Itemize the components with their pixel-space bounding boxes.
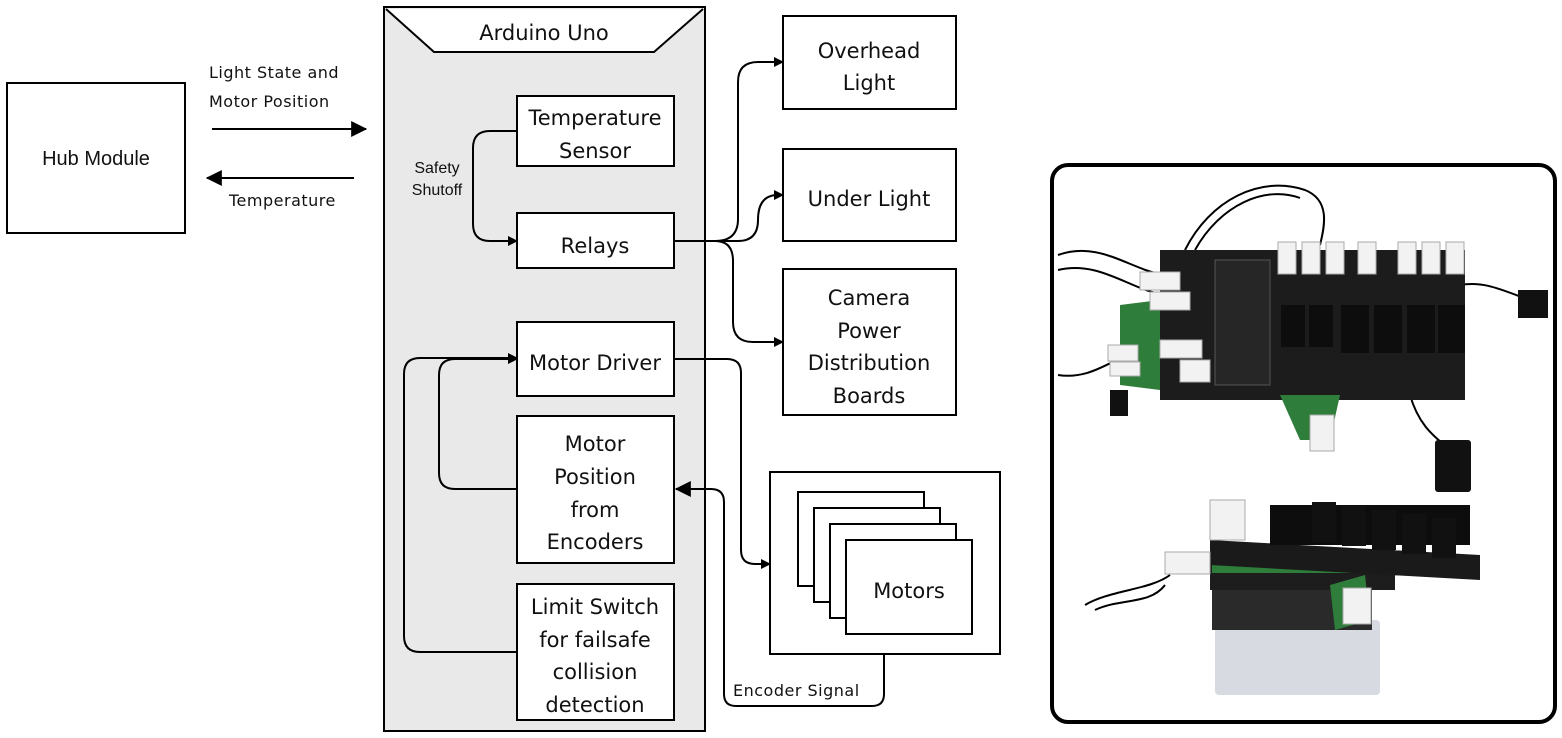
overhead-light-block: Overhead Light: [782, 15, 957, 110]
hub-module-block: Hub Module: [6, 82, 186, 234]
limit-switch-label-line2: for failsafe: [539, 628, 651, 652]
limit-switch-block: Limit Switch for failsafe collision dete…: [516, 583, 675, 721]
hub-pcb-photo: [1050, 163, 1557, 724]
safety-shutoff-label-line2: Shutoff: [412, 182, 463, 199]
link-from-arduino-label: Temperature: [228, 191, 336, 210]
encoder-signal-label: Encoder Signal: [733, 681, 860, 700]
under-light-block: Under Light: [782, 148, 957, 242]
overhead-light-label-line2: Light: [843, 71, 895, 95]
camera-power-label-line3: Distribution: [808, 351, 931, 375]
motor-driver-label: Motor Driver: [529, 351, 661, 375]
temperature-sensor-block: Temperature Sensor: [516, 95, 675, 167]
safety-shutoff-label-line1: Safety: [414, 160, 459, 177]
temperature-sensor-label-line2: Sensor: [559, 139, 631, 163]
camera-power-label-line1: Camera: [828, 286, 910, 310]
camera-power-block: Camera Power Distribution Boards: [782, 268, 957, 416]
motor-position-label-line3: from: [571, 498, 620, 522]
link-to-arduino-label-line2: Motor Position: [209, 92, 330, 111]
encoder-signal-connector: [674, 481, 885, 707]
motor-position-label-line2: Position: [554, 465, 636, 489]
motors-block: Motors: [769, 471, 1001, 655]
relay-camera-connector: [674, 240, 784, 347]
hub-arduino-links: Light State and Motor Position Temperatu…: [205, 63, 368, 210]
arduino-title: Arduino Uno: [479, 21, 608, 45]
encoder-feedback-connector: [438, 354, 518, 490]
overhead-light-label-line1: Overhead: [818, 39, 921, 63]
motors-label: Motors: [873, 579, 945, 603]
under-light-label: Under Light: [808, 187, 931, 211]
safety-shutoff-connector: [472, 130, 518, 246]
motor-position-label-line4: Encoders: [547, 530, 644, 554]
limit-switch-connector: [403, 353, 518, 653]
relays-block: Relays: [516, 212, 675, 269]
camera-power-label-line4: Boards: [833, 384, 906, 408]
hub-module-label: Hub Module: [42, 148, 150, 170]
camera-power-label-line2: Power: [837, 319, 901, 343]
temperature-sensor-label-line1: Temperature: [527, 106, 661, 130]
limit-switch-label-line3: collision: [553, 660, 638, 684]
relays-label: Relays: [561, 234, 630, 258]
pcb-side-view: [1084, 499, 1480, 695]
relay-overhead-connector: [674, 57, 784, 242]
relay-underlight-connector: [674, 190, 784, 242]
motor-position-block: Motor Position from Encoders: [516, 415, 675, 564]
motor-driver-block: Motor Driver: [516, 321, 675, 397]
pcb-top-view: [1057, 184, 1548, 492]
link-to-arduino-label-line1: Light State and: [209, 63, 339, 82]
limit-switch-label-line4: detection: [545, 693, 644, 717]
motor-driver-connector: [674, 358, 771, 569]
limit-switch-label-line1: Limit Switch: [531, 595, 659, 619]
motor-position-label-line1: Motor: [565, 432, 626, 456]
